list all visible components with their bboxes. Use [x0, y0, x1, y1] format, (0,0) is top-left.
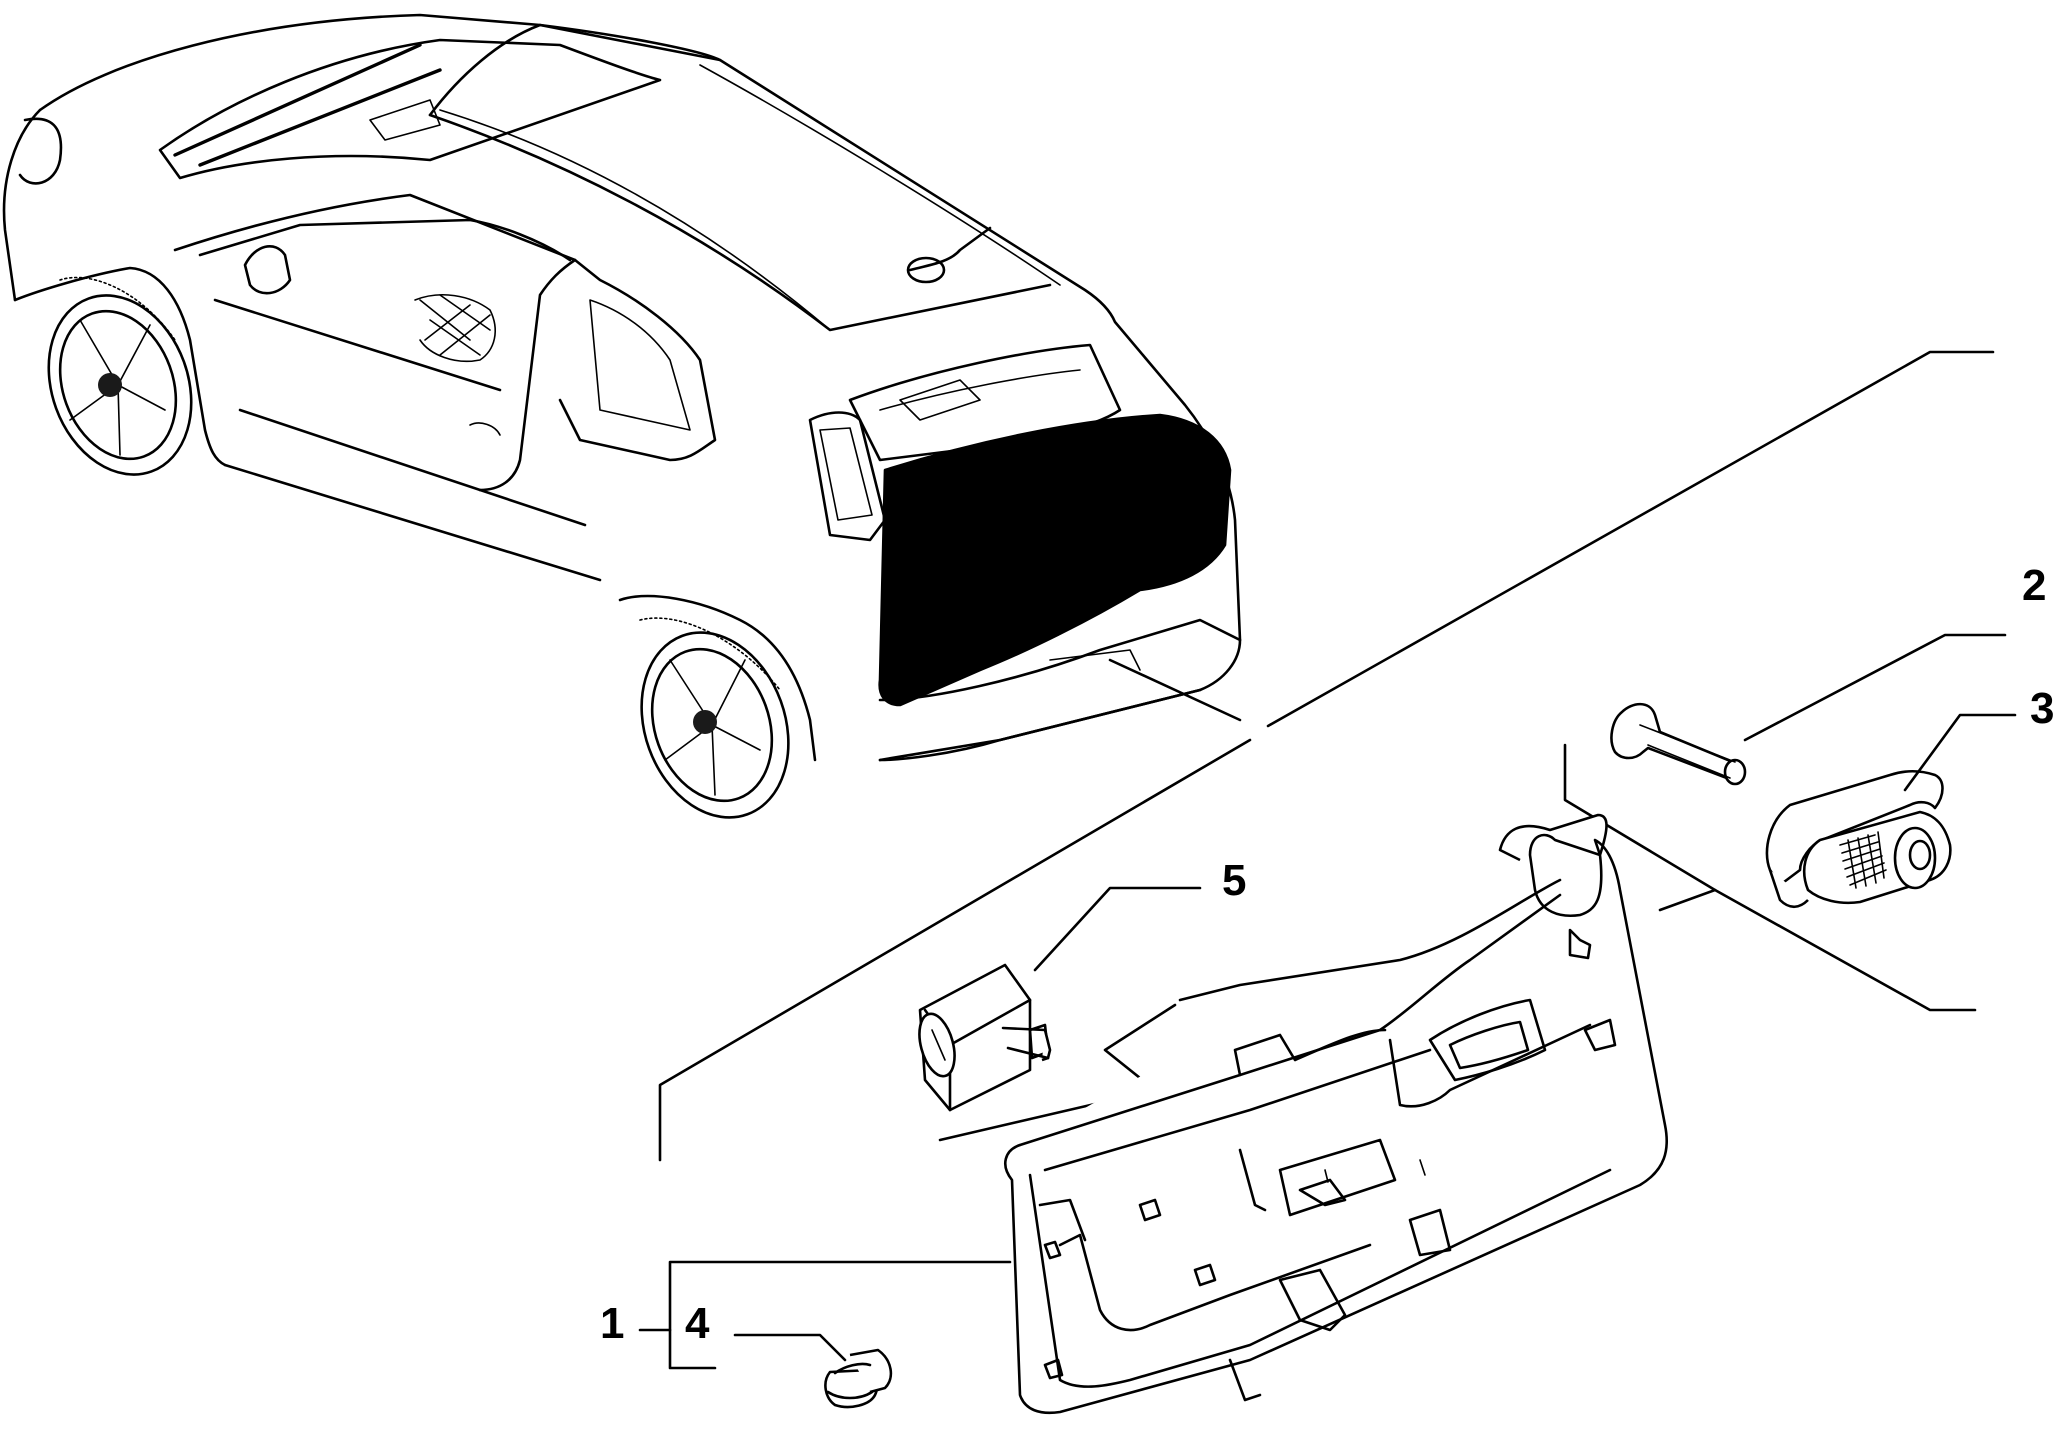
callout-labels: 2 3 5 1 4: [600, 561, 2054, 1348]
callout-5: 5: [1222, 856, 1246, 905]
stop-block-part: [1765, 769, 1952, 909]
callout-3: 3: [2030, 684, 2054, 733]
callout-2: 2: [2022, 561, 2046, 610]
bolt-part: [1610, 702, 1747, 786]
callout-4: 4: [685, 1299, 710, 1348]
tailgate-trim-panel: [1004, 813, 1669, 1415]
buffer-part: [918, 963, 1052, 1112]
push-clip-part: [824, 1348, 893, 1409]
leader-lines: [638, 633, 2017, 1370]
car-illustration: [2, 13, 1242, 819]
group-bracket-lines: [658, 350, 1995, 1162]
callout-1: 1: [600, 1299, 624, 1348]
